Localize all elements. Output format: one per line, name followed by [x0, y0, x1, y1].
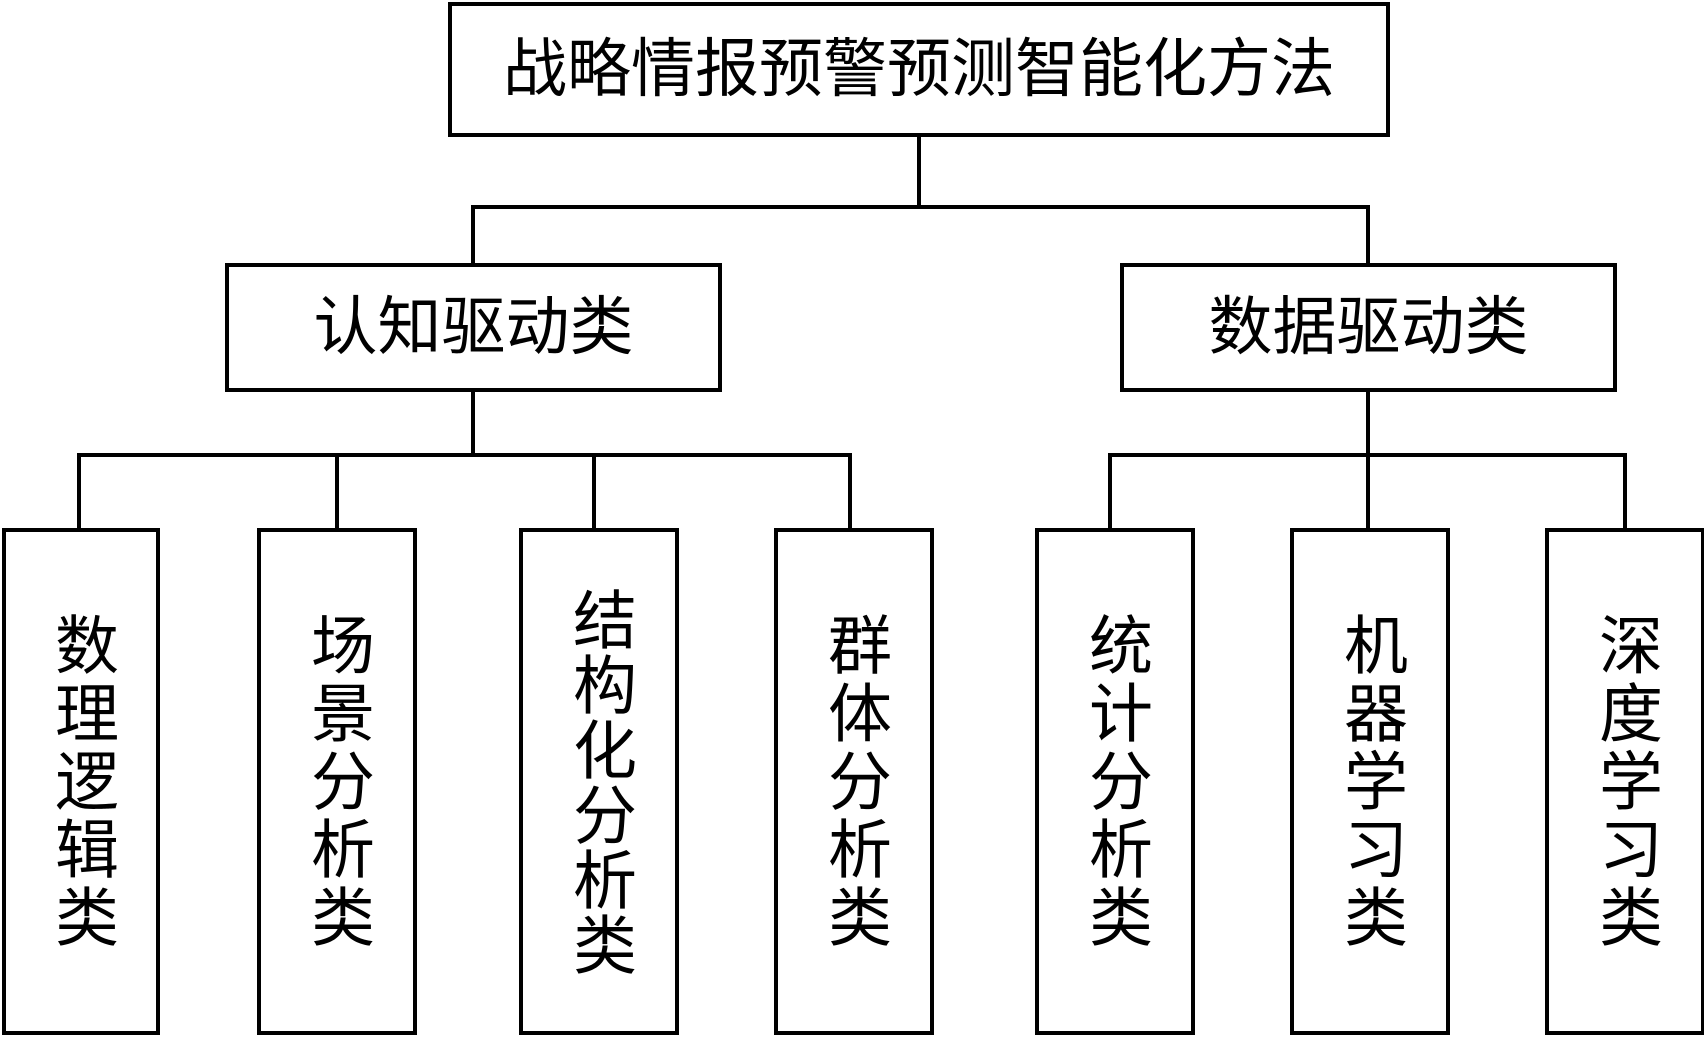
leaf-node-label: 数理逻辑类 [44, 611, 118, 952]
root-node: 战略情报预警预测智能化方法 [448, 2, 1390, 137]
leaf-node-label: 机器学习类 [1333, 611, 1407, 952]
root-node-label: 战略情报预警预测智能化方法 [503, 32, 1335, 107]
leaf-node-label: 场景分析类 [300, 611, 374, 952]
connector-leaf-5-drop [1108, 453, 1112, 530]
connector-right-down [1366, 392, 1370, 455]
leaf-node-label: 结构化分析类 [562, 586, 636, 977]
connector-left-bar [77, 453, 852, 457]
branch-node-cognitive: 认知驱动类 [225, 263, 722, 392]
connector-left-down [471, 392, 475, 455]
leaf-node-machine-learning: 机器学习类 [1290, 528, 1450, 1035]
leaf-node-label: 群体分析类 [817, 611, 891, 952]
connector-leaf-1-drop [77, 453, 81, 530]
leaf-node-label: 统计分析类 [1078, 611, 1152, 952]
leaf-node-structured-analysis: 结构化分析类 [519, 528, 679, 1035]
connector-leaf-7-drop [1623, 453, 1627, 530]
connector-left-branch-drop [471, 205, 475, 265]
branch-node-data: 数据驱动类 [1120, 263, 1617, 392]
connector-leaf-6-drop [1366, 453, 1370, 530]
connector-leaf-3-drop [592, 453, 596, 530]
leaf-node-group-analysis: 群体分析类 [774, 528, 934, 1035]
connector-right-branch-drop [1366, 205, 1370, 265]
connector-leaf-2-drop [335, 453, 339, 530]
connector-branch-bar [471, 205, 1370, 209]
leaf-node-math-logic: 数理逻辑类 [2, 528, 160, 1035]
leaf-node-deep-learning: 深度学习类 [1545, 528, 1704, 1035]
connector-root-down [917, 137, 921, 207]
leaf-node-statistical-analysis: 统计分析类 [1035, 528, 1195, 1035]
branch-node-cognitive-label: 认知驱动类 [313, 290, 634, 365]
leaf-node-label: 深度学习类 [1588, 611, 1662, 952]
leaf-node-scenario-analysis: 场景分析类 [257, 528, 417, 1035]
connector-leaf-4-drop [848, 453, 852, 530]
branch-node-data-label: 数据驱动类 [1208, 290, 1529, 365]
